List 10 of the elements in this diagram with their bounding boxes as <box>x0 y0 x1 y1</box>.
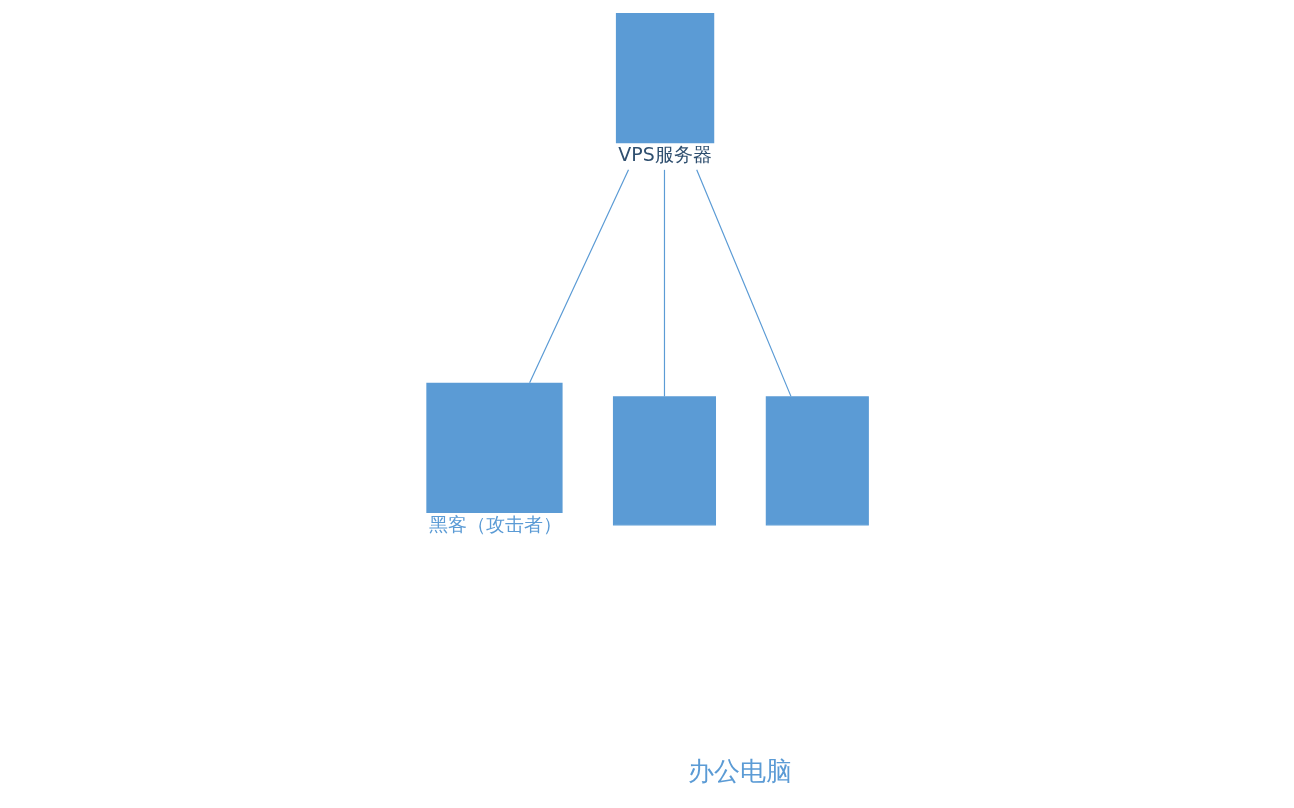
node-label: VPS服务器 <box>618 142 712 165</box>
node-label: 黑客（攻击者） <box>428 512 562 535</box>
node-box <box>426 382 563 513</box>
connector <box>529 169 630 384</box>
connector <box>663 169 666 397</box>
node-box <box>615 13 715 144</box>
label: 办公电脑 <box>688 756 793 787</box>
node-box <box>612 396 716 526</box>
node-box <box>765 396 869 526</box>
connector <box>696 169 792 397</box>
